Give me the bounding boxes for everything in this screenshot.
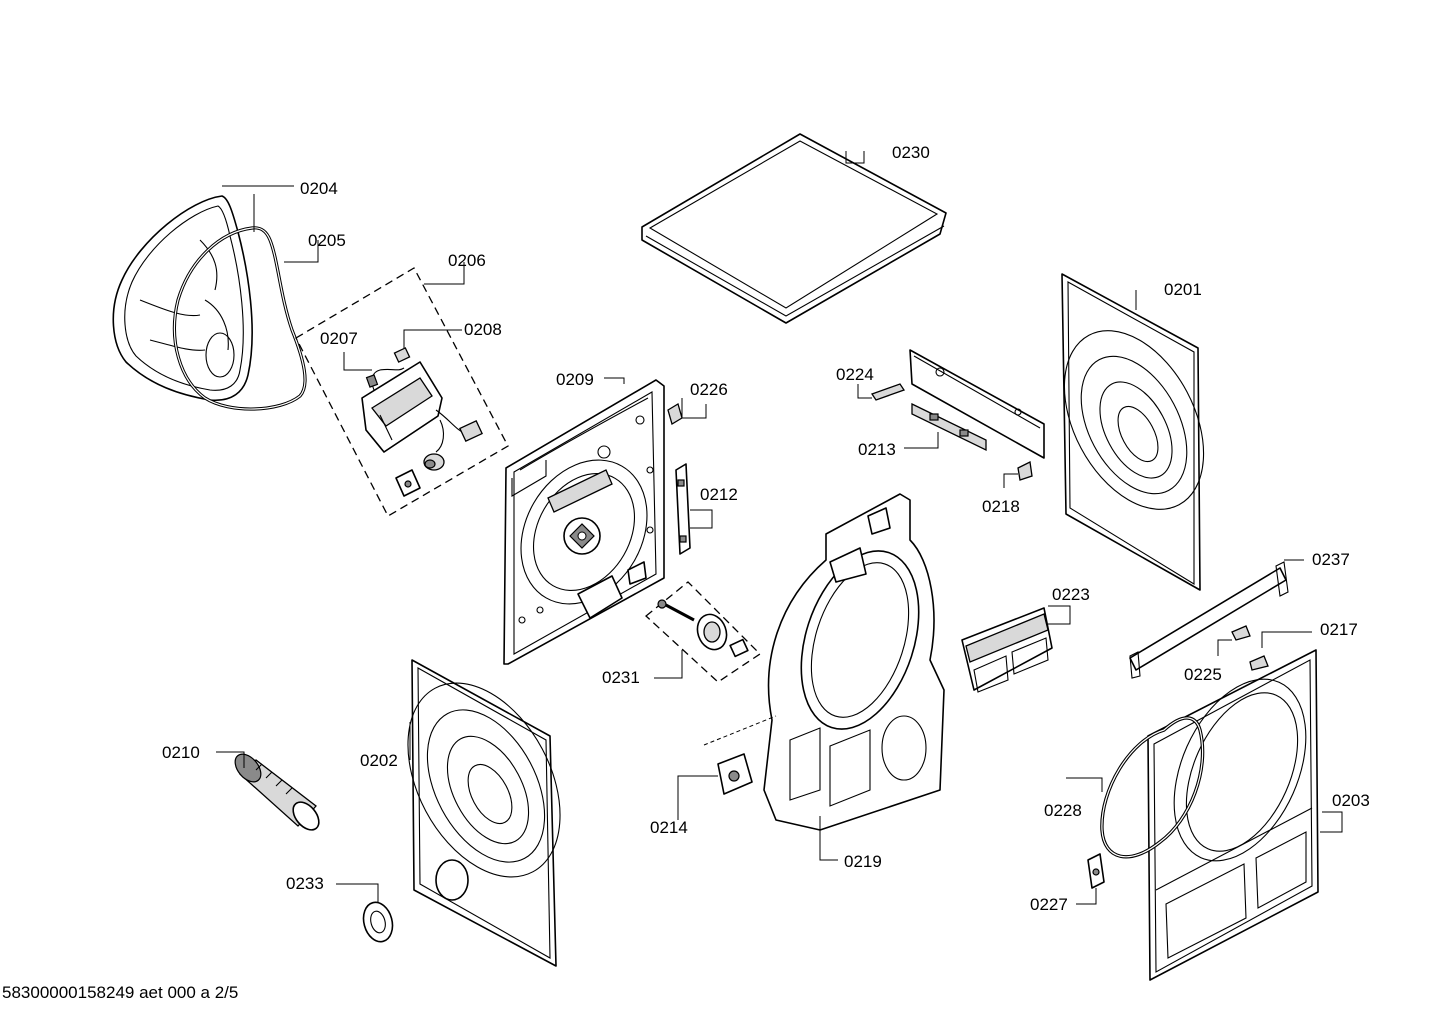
label-0204: 0204 xyxy=(300,179,338,198)
part-0231-roller-group[interactable] xyxy=(645,581,762,683)
label-0230: 0230 xyxy=(892,143,930,162)
label-0219: 0219 xyxy=(844,852,882,871)
label-0202: 0202 xyxy=(360,751,398,770)
part-labels: 0230 0204 0205 0206 0207 0208 0209 0226 … xyxy=(162,143,1370,914)
part-0233-cap[interactable] xyxy=(359,899,396,945)
label-0233: 0233 xyxy=(286,874,324,893)
part-0203-front-panel[interactable] xyxy=(1147,649,1332,981)
label-0212: 0212 xyxy=(700,485,738,504)
part-control-board[interactable] xyxy=(909,349,1045,459)
label-0218: 0218 xyxy=(982,497,1020,516)
label-0217: 0217 xyxy=(1320,620,1358,639)
label-0207: 0207 xyxy=(320,329,358,348)
part-0213-light-guide[interactable] xyxy=(911,402,987,452)
label-0206: 0206 xyxy=(448,251,486,270)
label-0226: 0226 xyxy=(690,380,728,399)
part-0225-clip[interactable] xyxy=(1231,625,1251,641)
label-0213: 0213 xyxy=(858,440,896,459)
label-0228: 0228 xyxy=(1044,801,1082,820)
label-0210: 0210 xyxy=(162,743,200,762)
part-0210-hose[interactable] xyxy=(230,749,324,834)
label-0231: 0231 xyxy=(602,668,640,687)
part-0223-filter[interactable] xyxy=(961,607,1053,693)
part-0209-rear-wall[interactable] xyxy=(496,379,672,665)
document-footer-id: 58300000158249 aet 000 a 2/5 xyxy=(2,983,238,1002)
part-0237-rail[interactable] xyxy=(1129,561,1289,679)
label-0214: 0214 xyxy=(650,818,688,837)
leader-lines xyxy=(216,151,1343,905)
part-0230-top-cover[interactable] xyxy=(641,133,947,324)
label-0205: 0205 xyxy=(308,231,346,250)
part-0218-clip[interactable] xyxy=(1017,461,1033,481)
label-0209: 0209 xyxy=(556,370,594,389)
label-0227: 0227 xyxy=(1030,895,1068,914)
part-0217-clip[interactable] xyxy=(1249,655,1269,671)
part-0214-bracket[interactable] xyxy=(703,715,777,795)
label-0208: 0208 xyxy=(464,320,502,339)
part-0202-side-panel-left[interactable] xyxy=(377,657,591,967)
part-0206-heater-group[interactable] xyxy=(295,267,509,517)
part-0205-seal-ring[interactable] xyxy=(172,226,307,411)
label-0237: 0237 xyxy=(1312,550,1350,569)
label-0201: 0201 xyxy=(1164,280,1202,299)
part-0201-side-panel-right[interactable] xyxy=(1036,273,1232,591)
part-0228-door-seal[interactable] xyxy=(1100,716,1205,859)
part-0212-hinge-strip[interactable] xyxy=(675,463,691,555)
part-0226-clip[interactable] xyxy=(667,403,683,425)
label-0223: 0223 xyxy=(1052,585,1090,604)
part-0219-front-frame[interactable] xyxy=(763,493,945,831)
part-0224-pin[interactable] xyxy=(870,383,906,401)
label-0224: 0224 xyxy=(836,365,874,384)
label-0203: 0203 xyxy=(1332,791,1370,810)
label-0225: 0225 xyxy=(1184,665,1222,684)
part-0227-latch[interactable] xyxy=(1087,853,1105,889)
